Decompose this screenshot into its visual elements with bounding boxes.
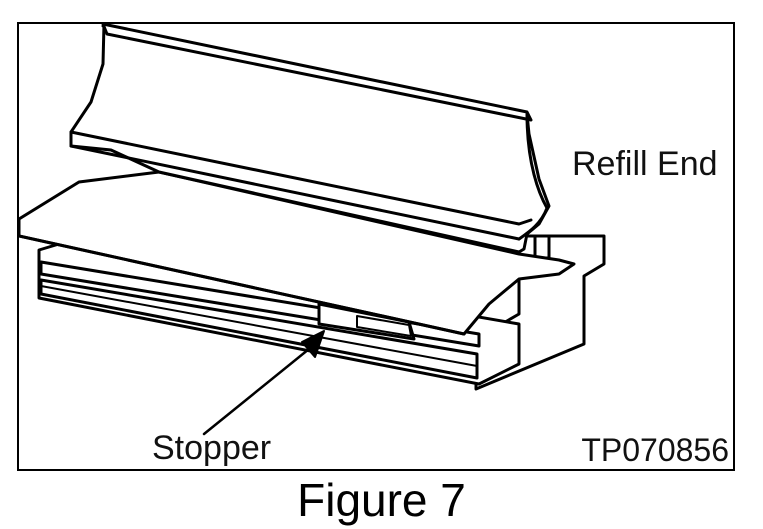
wiper-refill-illustration	[19, 24, 606, 436]
rubber-blade-end-curve	[517, 112, 549, 241]
figure-frame: Refill End Stopper TP070856	[17, 22, 735, 471]
stopper-label: Stopper	[152, 429, 272, 467]
refill-end-notch	[533, 234, 551, 260]
rail-groove-2	[39, 278, 479, 380]
stopper-inner	[356, 315, 412, 337]
rubber-blade-base	[69, 144, 521, 241]
refill-end-label: Refill End	[572, 145, 718, 183]
figure-code: TP070856	[581, 432, 729, 468]
stopper-arrow-line	[202, 347, 311, 436]
stopper-arrow-head	[301, 330, 325, 358]
rail-groove-line	[40, 285, 478, 367]
rubber-blade-top	[101, 24, 533, 122]
rubber-blade-shoulder	[69, 130, 533, 226]
flange-edge	[19, 234, 466, 336]
figure-caption: Figure 7	[297, 474, 466, 526]
